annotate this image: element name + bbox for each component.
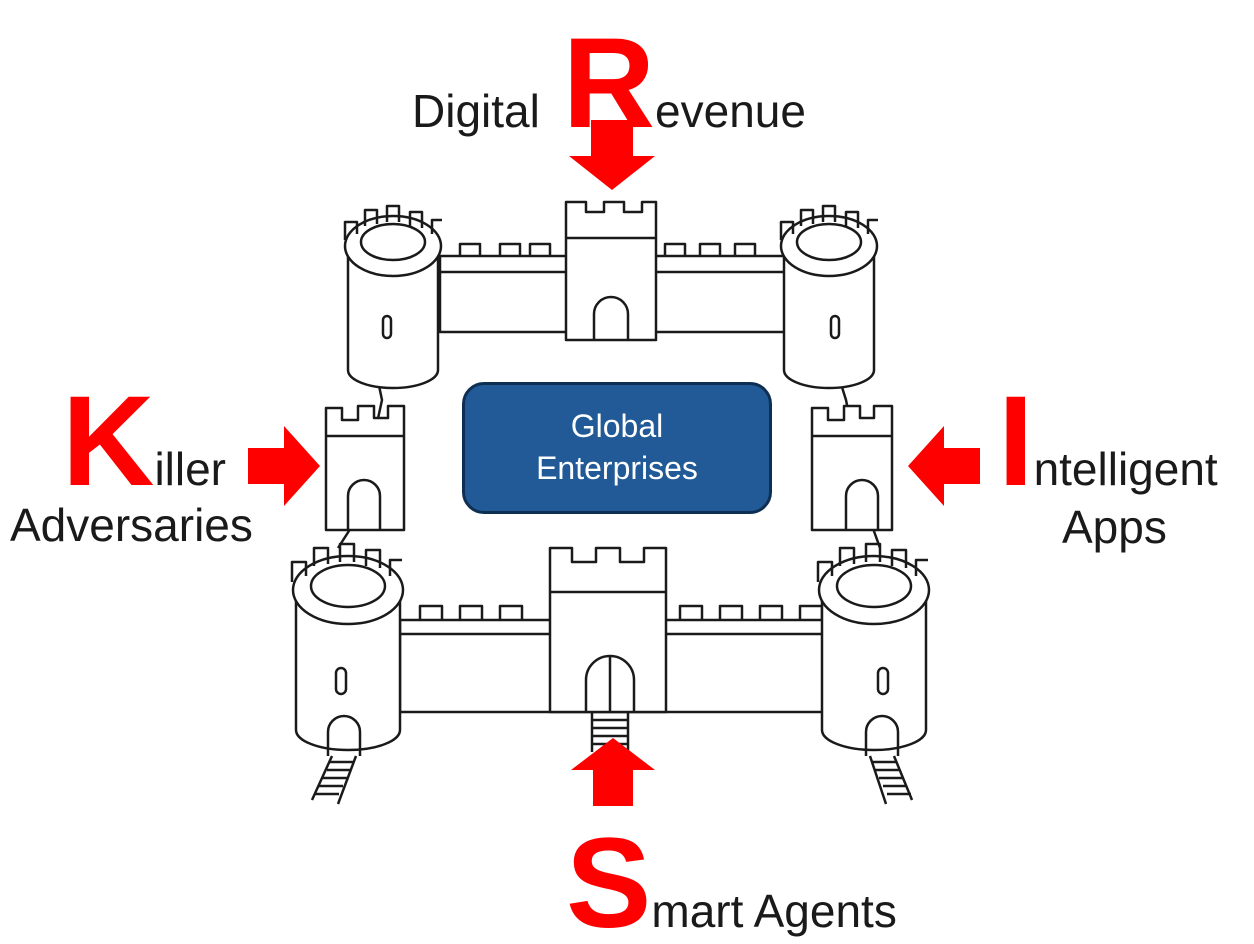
right-gatehouse <box>810 404 894 532</box>
global-enterprises-box: Global Enterprises <box>462 382 772 514</box>
arrow-up-icon <box>571 738 655 806</box>
label-digital-prefix: Digital <box>412 85 540 137</box>
center-line-1: Global <box>570 408 664 445</box>
label-killer: Killer <box>62 378 226 506</box>
tower-bottom-right <box>816 542 931 805</box>
initial-r: R <box>562 12 656 155</box>
label-killer-rest: iller <box>154 443 226 495</box>
tower-top-left <box>343 204 443 390</box>
label-intelligent-rest: ntelligent <box>1033 443 1218 495</box>
initial-i: I <box>998 370 1034 513</box>
bottom-gatehouse <box>548 546 668 752</box>
initial-s: S <box>566 812 652 944</box>
label-smart-rest: mart Agents <box>651 885 897 937</box>
label-intelligent: Intelligent <box>998 378 1218 506</box>
top-gatehouse <box>564 200 658 342</box>
arrow-right-icon <box>248 426 320 506</box>
label-smart-agents: Smart Agents <box>566 820 897 944</box>
label-apps: Apps <box>1062 501 1167 553</box>
initial-k: K <box>62 370 155 513</box>
label-revenue-rest: evenue <box>655 85 806 137</box>
label-adversaries: Adversaries <box>10 499 253 551</box>
label-digital-revenue: Digital Revenue <box>412 20 806 148</box>
arrow-left-icon <box>908 426 980 506</box>
tower-bottom-left <box>290 542 405 805</box>
tower-top-right <box>779 204 879 390</box>
arrow-down-icon <box>569 120 655 190</box>
center-line-2: Enterprises <box>536 450 698 486</box>
left-gatehouse <box>324 404 406 532</box>
